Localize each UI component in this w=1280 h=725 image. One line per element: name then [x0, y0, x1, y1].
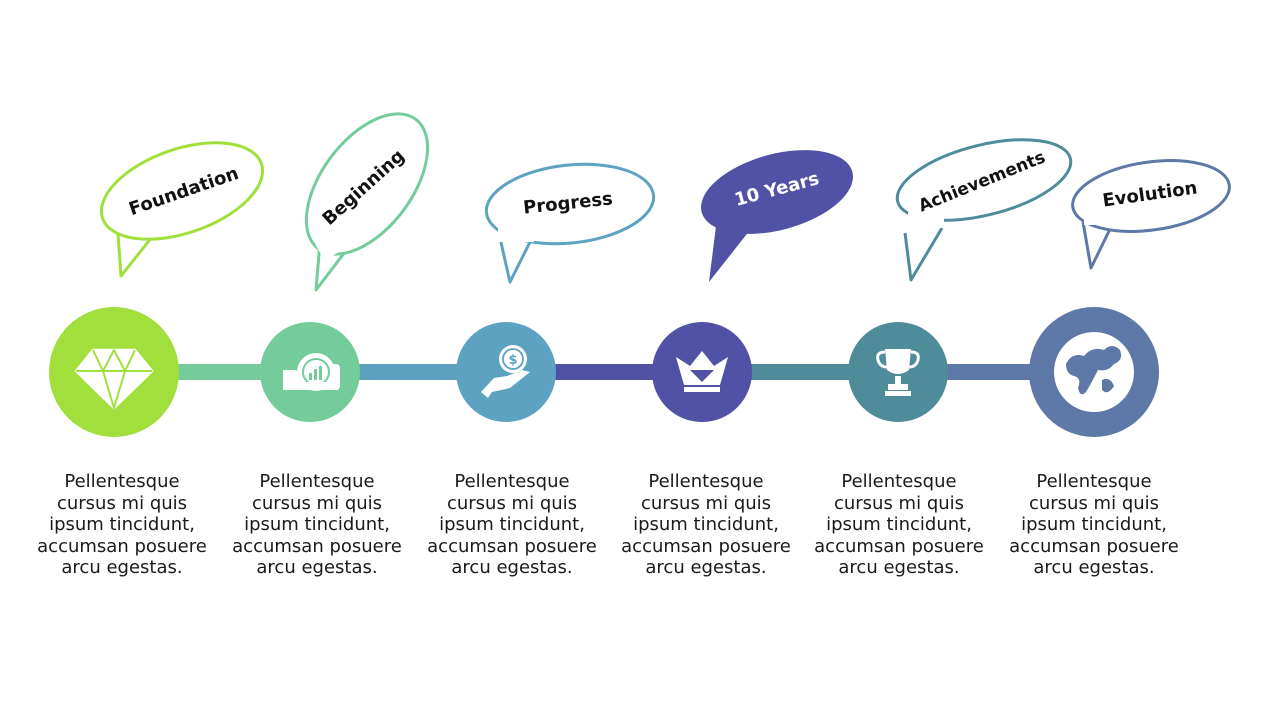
- speech-bubble-achievements: Achievements: [895, 138, 1073, 282]
- trophy-icon: [876, 349, 920, 396]
- speech-bubble-foundation: Foundation: [99, 141, 265, 278]
- hand-coins-icon: [283, 353, 340, 391]
- step-description-foundation: Pellentesque cursus mi quis ipsum tincid…: [37, 471, 207, 579]
- crown-icon: [676, 351, 728, 392]
- speech-bubble-beginning: Beginning: [304, 112, 430, 292]
- speech-bubble-tail: [1081, 221, 1114, 270]
- speech-bubble-tail: [903, 227, 944, 282]
- speech-bubble-evolution: Evolution: [1071, 159, 1231, 270]
- connector-2: [357, 364, 460, 380]
- milestone-circle-progress: [456, 322, 556, 422]
- step-description-achievements: Pellentesque cursus mi quis ipsum tincid…: [814, 471, 984, 579]
- step-description-evolution: Pellentesque cursus mi quis ipsum tincid…: [1009, 471, 1179, 579]
- hand-dollar-coin-icon: $: [481, 345, 530, 398]
- speech-bubble-shape: [701, 150, 853, 234]
- connector-1: [176, 364, 264, 380]
- speech-bubble-shape: [895, 138, 1073, 222]
- step-description-beginning: Pellentesque cursus mi quis ipsum tincid…: [232, 471, 402, 579]
- diamond-icon: [74, 348, 154, 410]
- speech-bubble-tail: [116, 233, 154, 278]
- speech-bubble-10-years: 10 Years: [701, 150, 853, 282]
- connector-3: [551, 364, 656, 380]
- step-description-progress: Pellentesque cursus mi quis ipsum tincid…: [427, 471, 597, 579]
- step-description-10-years: Pellentesque cursus mi quis ipsum tincid…: [621, 471, 791, 579]
- speech-bubble-tail: [709, 226, 750, 282]
- svg-text:$: $: [508, 353, 517, 368]
- speech-bubble-tail: [498, 237, 532, 284]
- globe-icon: [1054, 332, 1134, 412]
- speech-bubble-progress: Progress: [484, 162, 656, 284]
- speech-bubble-shape: [484, 162, 656, 246]
- connector-4: [748, 364, 852, 380]
- connector-5: [944, 364, 1036, 380]
- speech-bubble-shape: [99, 141, 265, 241]
